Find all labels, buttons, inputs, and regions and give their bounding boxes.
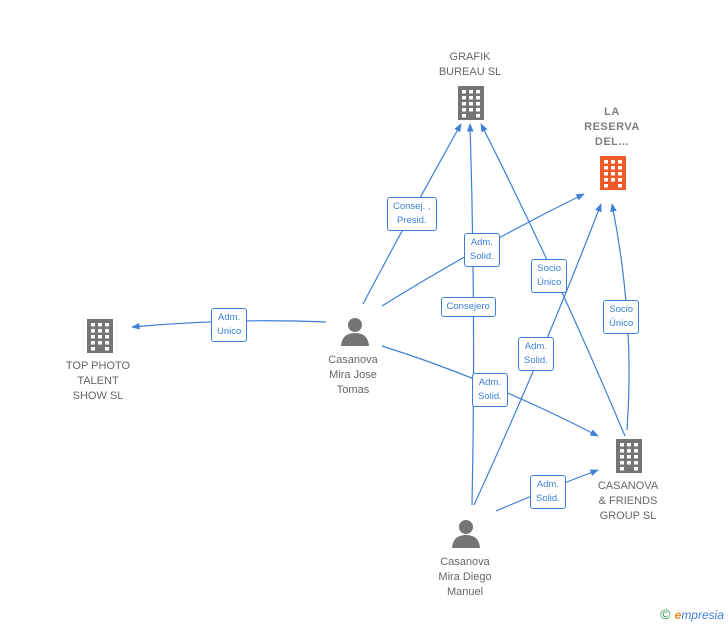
edge-label[interactable]: Adm. Solid. <box>472 373 508 407</box>
edge-label[interactable]: Consej. , Presid. <box>387 197 437 231</box>
edge-label[interactable]: Consejero <box>440 297 496 317</box>
building-icon[interactable] <box>616 439 642 473</box>
building-icon[interactable] <box>458 86 484 120</box>
footer-brand: ©empresia <box>660 606 724 622</box>
person-icon[interactable] <box>452 520 480 548</box>
edge-label[interactable]: Adm. Solid. <box>464 233 500 267</box>
person-icon[interactable] <box>341 318 369 346</box>
brand-logo: empresia <box>674 608 724 622</box>
edge-label[interactable]: Socio Único <box>603 300 640 334</box>
edge-label[interactable]: Adm. Unico <box>211 308 248 342</box>
node-label-diego[interactable]: Casanova Mira Diego Manuel <box>438 556 492 598</box>
node-label-casanova_friends[interactable]: CASANOVA & FRIENDS GROUP SL <box>597 480 659 522</box>
node-label-topphoto[interactable]: TOP PHOTO TALENT SHOW SL <box>65 360 131 402</box>
edge-label[interactable]: Adm. Solid. <box>530 475 566 509</box>
edge-label[interactable]: Socio Único <box>531 259 568 293</box>
node-label-jose[interactable]: Casanova Mira Jose Tomas <box>328 354 378 396</box>
edge-label[interactable]: Adm. Solid. <box>518 337 554 371</box>
edge-diego-to-grafik <box>466 123 475 506</box>
building-icon[interactable] <box>600 156 626 190</box>
copyright-icon: © <box>660 606 671 622</box>
building-icon[interactable] <box>87 319 113 353</box>
node-label-reserva[interactable]: LA RESERVA DEL... <box>584 106 640 148</box>
node-label-grafik[interactable]: GRAFIK BUREAU SL <box>438 51 502 78</box>
